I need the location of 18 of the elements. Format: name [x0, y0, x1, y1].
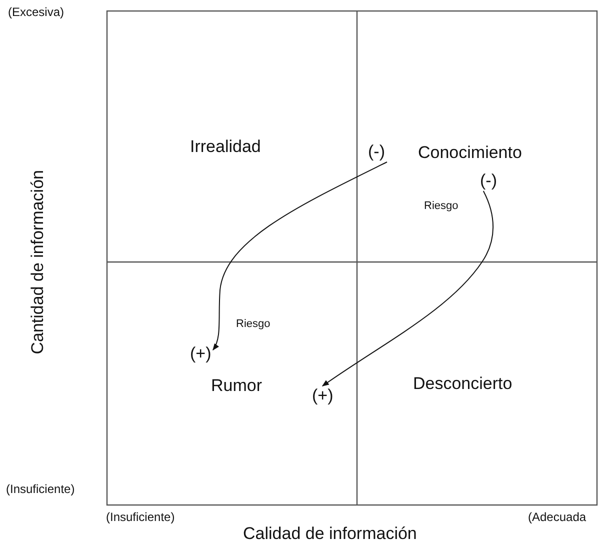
quadrant-label: Rumor	[211, 376, 262, 396]
axis-end-label: (Adecuada	[528, 511, 586, 525]
axis-title: Cantidad de información	[28, 170, 48, 354]
curved-arrow	[212, 162, 388, 351]
curved-arrow	[322, 190, 494, 386]
sign-label: (+)	[312, 386, 334, 406]
sign-label: (+)	[190, 344, 212, 364]
axis-title: Calidad de información	[243, 524, 417, 544]
quadrant-label: Conocimiento	[418, 143, 522, 163]
sign-label: (-)	[368, 142, 385, 162]
axis-end-label: (Insuficiente)	[6, 483, 75, 497]
quadrant-label: Irrealidad	[190, 137, 261, 157]
edge-label: Riesgo	[424, 200, 458, 213]
sign-label: (-)	[480, 171, 497, 191]
quadrant-label: Desconcierto	[413, 374, 512, 394]
edge-label: Riesgo	[236, 318, 270, 331]
axis-end-label: (Excesiva)	[8, 6, 64, 20]
axis-end-label: (Insuficiente)	[106, 511, 175, 525]
